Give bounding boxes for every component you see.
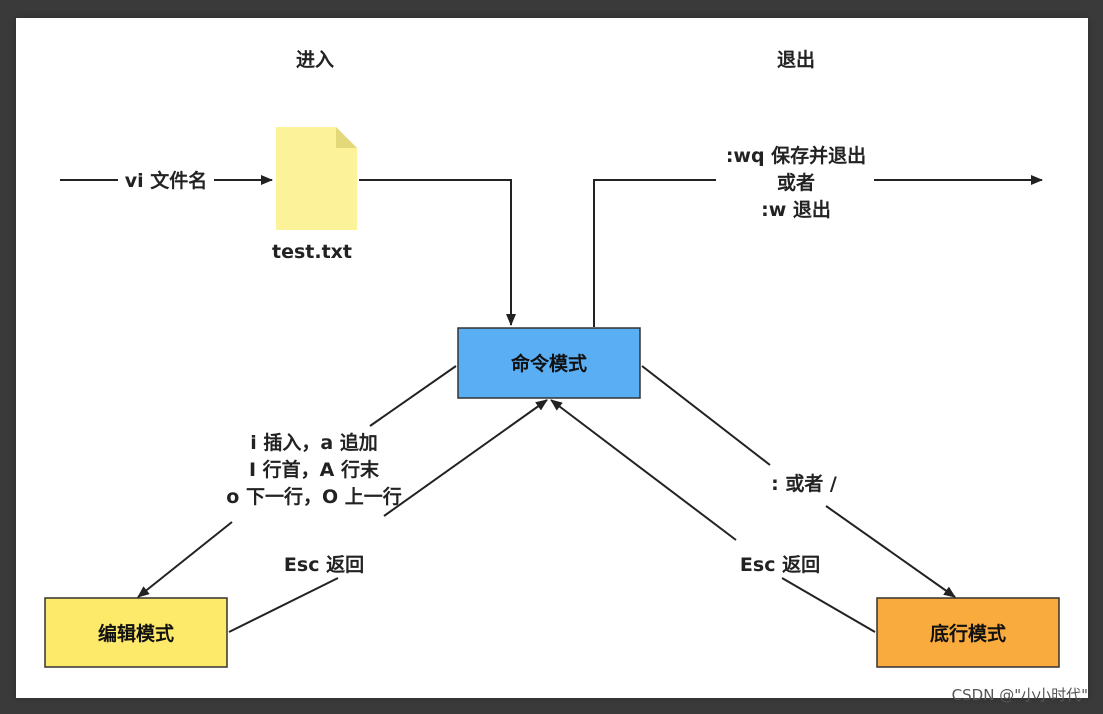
file-icon — [276, 127, 357, 230]
lastline-to-command-arrow — [550, 399, 737, 541]
edit-mode-label: 编辑模式 — [98, 622, 174, 645]
edit-to-command-arrow — [383, 399, 548, 517]
watermark: CSDN @"小小时代" — [952, 686, 1088, 704]
command-to-lastline-arrow — [825, 505, 956, 598]
to-edit-label-line2: I 行首，A 行末 — [249, 458, 380, 481]
entry-command-label: vi 文件名 — [125, 169, 208, 192]
to-edit-label-line3: o 下一行，O 上一行 — [226, 485, 401, 508]
exit-cmd-line1: :wq 保存并退出 — [726, 144, 866, 167]
edit-mode-box: 编辑模式 — [44, 597, 228, 668]
edit-to-command-line-low — [228, 577, 339, 633]
file-name-label: test.txt — [272, 241, 352, 263]
to-lastline-label: : 或者 / — [771, 472, 837, 495]
exit-cmd-line2: 或者 — [777, 171, 815, 194]
command-mode-label: 命令模式 — [511, 352, 587, 375]
exit-cmd-line3: :w 退出 — [761, 198, 831, 221]
heading-exit: 退出 — [777, 48, 815, 71]
file-body — [276, 127, 357, 230]
heading-enter: 进入 — [296, 49, 334, 71]
command-to-exit-line — [593, 179, 716, 327]
lastline-mode-box: 底行模式 — [876, 597, 1060, 668]
lastline-back-label: Esc 返回 — [740, 554, 820, 576]
command-to-edit-arrow — [137, 521, 233, 598]
file-to-command-arrow — [359, 179, 516, 326]
command-to-lastline-line-top — [641, 365, 771, 466]
command-to-edit-line-top — [369, 365, 457, 427]
file-fold — [336, 127, 357, 148]
lastline-to-command-line-low — [781, 577, 876, 633]
lastline-mode-label: 底行模式 — [930, 622, 1006, 645]
edit-back-label: Esc 返回 — [284, 554, 364, 576]
command-mode-box: 命令模式 — [457, 327, 641, 399]
to-edit-label-line1: i 插入，a 追加 — [250, 431, 378, 454]
